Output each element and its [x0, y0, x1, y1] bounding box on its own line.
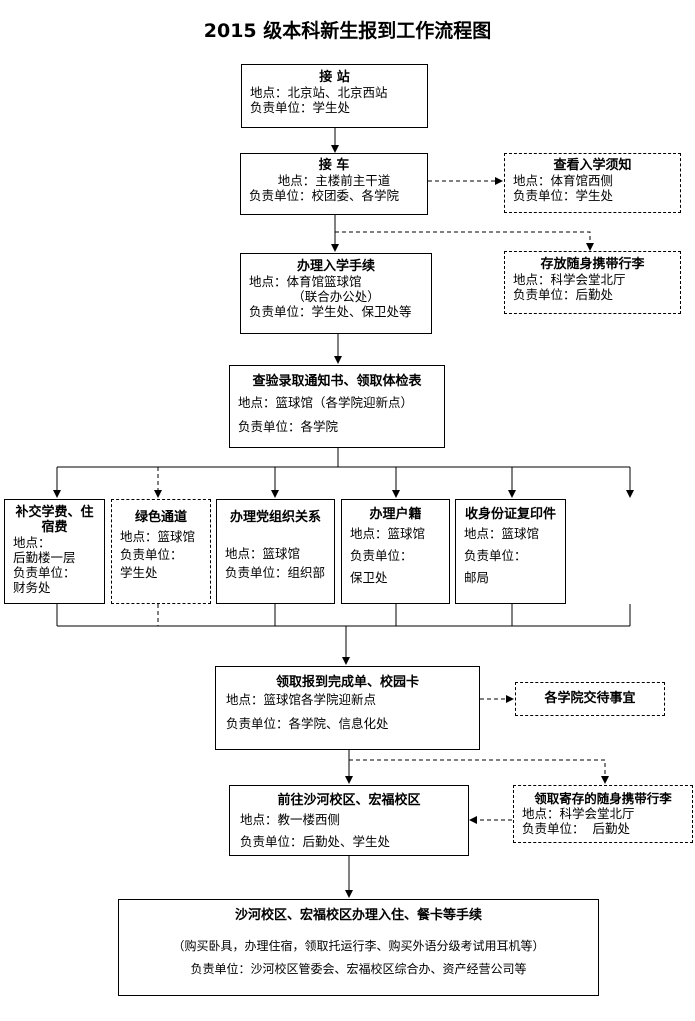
- step-unit: 负责单位：后勤处、学生处: [240, 834, 391, 849]
- step-title: 绿色通道: [134, 510, 187, 525]
- step-title: 领取寄存的随身携带行李: [534, 791, 672, 806]
- step-go-to-campus: 前往沙河校区、宏福校区 地点：教一楼西侧 负责单位：后勤处、学生处: [229, 785, 469, 856]
- step-green-channel: 绿色通道 地点：篮球馆 负责单位： 学生处: [111, 499, 211, 604]
- step-verify-admission: 查验录取通知书、领取体检表 地点：篮球馆（各学院迎新点） 负责单位：各学院: [229, 365, 445, 448]
- step-unit-label: 负责单位：: [350, 548, 413, 563]
- step-location-note: （联合办公处）: [292, 289, 380, 304]
- step-title: 接 车: [318, 158, 350, 173]
- step-title: 查验录取通知书、领取体检表: [252, 374, 422, 389]
- step-title: 各学院交待事宜: [544, 691, 636, 706]
- step-unit-label: 负责单位：: [120, 547, 183, 562]
- step-unit: 负责单位：学生处: [250, 100, 351, 115]
- arrow-jieche-cunfang: [335, 231, 594, 251]
- step-unit: 负责单位：组织部: [225, 565, 326, 580]
- step-location: 地点：体育馆篮球馆: [249, 274, 362, 289]
- step-unit: 负责单位：学生处、保卫处等: [249, 304, 412, 319]
- step-location: 地点：篮球馆（各学院迎新点）: [238, 395, 414, 410]
- step-unit: 负责单位：各学院、信息化处: [226, 716, 389, 731]
- step-title: 办理入学手续: [296, 259, 375, 274]
- step-title: 办理户籍: [369, 507, 422, 522]
- step-household-registration: 办理户籍 地点：篮球馆 负责单位： 保卫处: [341, 499, 450, 604]
- step-pay-fees: 补交学费、住宿费 地点： 后勤楼一层 负责单位： 财务处: [4, 499, 105, 604]
- step-location-label: 地点：: [13, 535, 51, 550]
- step-unit: 学生处: [120, 565, 158, 580]
- step-title: 领取报到完成单、校园卡: [275, 675, 419, 690]
- step-location: 地点：篮球馆: [350, 526, 426, 541]
- step-unit: 保卫处: [350, 570, 388, 585]
- step-unit: 负责单位：各学院: [238, 419, 339, 434]
- step-unit: 负责单位：学生处: [513, 188, 614, 203]
- step-title: 查看入学须知: [553, 158, 632, 173]
- step-title: 办理党组织关系: [229, 510, 321, 525]
- step-unit: 负责单位：后勤处: [513, 287, 614, 302]
- step-location: 地点：篮球馆: [464, 526, 540, 541]
- step-tasks: （购买卧具，办理住宿，领取托运行李、购买外语分级考试用耳机等）: [172, 939, 545, 953]
- step-location: 地点：体育馆西侧: [513, 173, 614, 188]
- step-unit: 邮局: [464, 570, 490, 585]
- step-title: 接 站: [319, 70, 350, 85]
- step-unit: 负责单位： 后勤处: [522, 821, 630, 836]
- step-party-relations: 办理党组织关系 地点：篮球馆 负责单位：组织部: [216, 499, 335, 604]
- step-unit-label: 负责单位：: [13, 565, 76, 580]
- step-title: 存放随身携带行李: [540, 257, 645, 272]
- step-location: 地点：北京站、北京西站: [250, 85, 388, 100]
- step-store-luggage: 存放随身携带行李 地点：科学会堂北厅 负责单位：后勤处: [504, 251, 681, 314]
- step-pickup-station: 接 站 地点：北京站、北京西站 负责单位：学生处: [241, 64, 428, 128]
- step-unit: 财务处: [13, 580, 51, 595]
- step-unit: 负责单位：校团委、各学院: [249, 188, 400, 203]
- step-location: 地点：篮球馆: [120, 529, 196, 544]
- step-location: 地点：篮球馆: [225, 546, 301, 561]
- step-location: 后勤楼一层: [13, 550, 76, 565]
- step-title: 收身份证复印件: [464, 507, 556, 522]
- step-retrieve-luggage: 领取寄存的随身携带行李 地点：科学会堂北厅 负责单位： 后勤处: [513, 785, 693, 843]
- step-location: 地点：科学会堂北厅: [513, 272, 626, 287]
- step-location: 地点：篮球馆各学院迎新点: [226, 692, 377, 707]
- step-title: 补交学费、住宿费: [15, 505, 94, 535]
- step-unit: 负责单位：沙河校区管委会、宏福校区综合办、资产经营公司等: [190, 962, 527, 976]
- step-read-notice: 查看入学须知 地点：体育馆西侧 负责单位：学生处: [504, 153, 681, 213]
- step-location: 地点：主楼前主干道: [277, 173, 391, 188]
- step-enrollment: 办理入学手续 地点：体育馆篮球馆 （联合办公处） 负责单位：学生处、保卫处等: [240, 253, 432, 334]
- chart-title: 2015 级本科新生报到工作流程图: [203, 20, 492, 42]
- step-id-copy: 收身份证复印件 地点：篮球馆 负责单位： 邮局: [455, 499, 566, 604]
- step-location: 地点：教一楼西侧: [240, 812, 341, 827]
- step-pickup-bus: 接 车 地点：主楼前主干道 负责单位：校团委、各学院: [240, 153, 428, 215]
- arrow-lingqu-jicun: [349, 759, 609, 784]
- step-check-in: 沙河校区、宏福校区办理入住、餐卡等手续 （购买卧具，办理住宿，领取托运行李、购买…: [118, 899, 599, 996]
- step-title: 沙河校区、宏福校区办理入住、餐卡等手续: [234, 908, 482, 923]
- step-college-briefing: 各学院交待事宜: [515, 682, 665, 716]
- step-unit-label: 负责单位：: [464, 548, 527, 563]
- step-title: 前往沙河校区、宏福校区: [277, 793, 421, 808]
- step-location: 地点：科学会堂北厅: [522, 806, 635, 821]
- step-collect-card: 领取报到完成单、校园卡 地点：篮球馆各学院迎新点 负责单位：各学院、信息化处: [215, 666, 480, 750]
